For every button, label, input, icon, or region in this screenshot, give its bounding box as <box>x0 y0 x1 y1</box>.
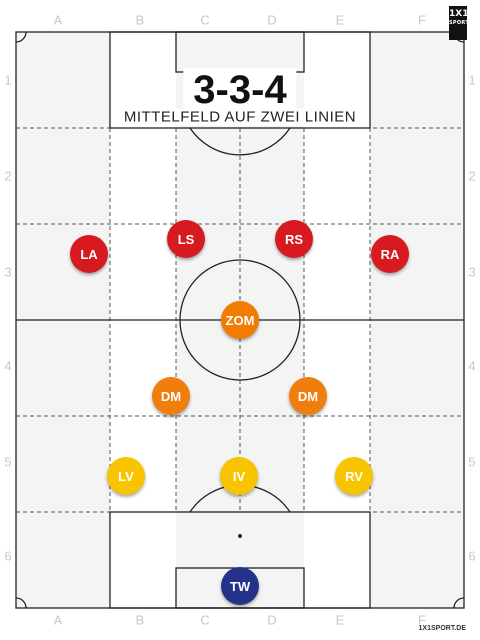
column-label: A <box>53 612 63 628</box>
corner-arc <box>15 31 27 43</box>
corner-arc <box>453 597 465 609</box>
column-label: D <box>267 612 277 628</box>
player-marker: RA <box>371 235 409 273</box>
column-label: E <box>335 612 345 628</box>
player-marker: LS <box>167 220 205 258</box>
player-marker: TW <box>221 567 259 605</box>
row-label: 3 <box>468 264 476 280</box>
center-circle <box>179 259 301 381</box>
row-label: 6 <box>4 548 12 564</box>
player-marker: LV <box>107 457 145 495</box>
row-label: 2 <box>4 168 12 184</box>
column-label: B <box>135 12 145 28</box>
row-label: 1 <box>4 72 12 88</box>
column-label: F <box>418 12 426 28</box>
penalty-spot <box>238 534 242 538</box>
player-marker: DM <box>289 377 327 415</box>
brand-logo: 1X1 SPORT <box>449 6 470 40</box>
column-label: C <box>200 612 210 628</box>
row-label: 5 <box>4 454 12 470</box>
formation-subtitle: MITTELFELD AUF ZWEI LINIEN <box>119 108 361 126</box>
formation-title: 3-3-4 <box>183 68 297 112</box>
row-label: 3 <box>4 264 12 280</box>
row-label: 4 <box>4 358 12 374</box>
column-label: A <box>53 12 63 28</box>
player-marker: ZOM <box>221 301 259 339</box>
column-label: D <box>267 12 277 28</box>
player-marker: DM <box>152 377 190 415</box>
row-label: 5 <box>468 454 476 470</box>
row-label: 6 <box>468 548 476 564</box>
column-label: C <box>200 12 210 28</box>
column-label: F <box>418 612 426 628</box>
column-label: E <box>335 12 345 28</box>
top-penalty-arc <box>189 127 291 156</box>
row-label: 2 <box>468 168 476 184</box>
logo-top-text: 1X1 <box>449 9 469 19</box>
player-marker: IV <box>220 457 258 495</box>
player-marker: RS <box>275 220 313 258</box>
row-label: 1 <box>468 72 476 88</box>
corner-arc <box>15 597 27 609</box>
player-marker: RV <box>335 457 373 495</box>
logo-bottom-text: SPORT <box>449 20 470 26</box>
row-label: 4 <box>468 358 476 374</box>
column-label: B <box>135 612 145 628</box>
website-footer: 1X1SPORT.DE <box>418 625 466 632</box>
player-marker: LA <box>70 235 108 273</box>
